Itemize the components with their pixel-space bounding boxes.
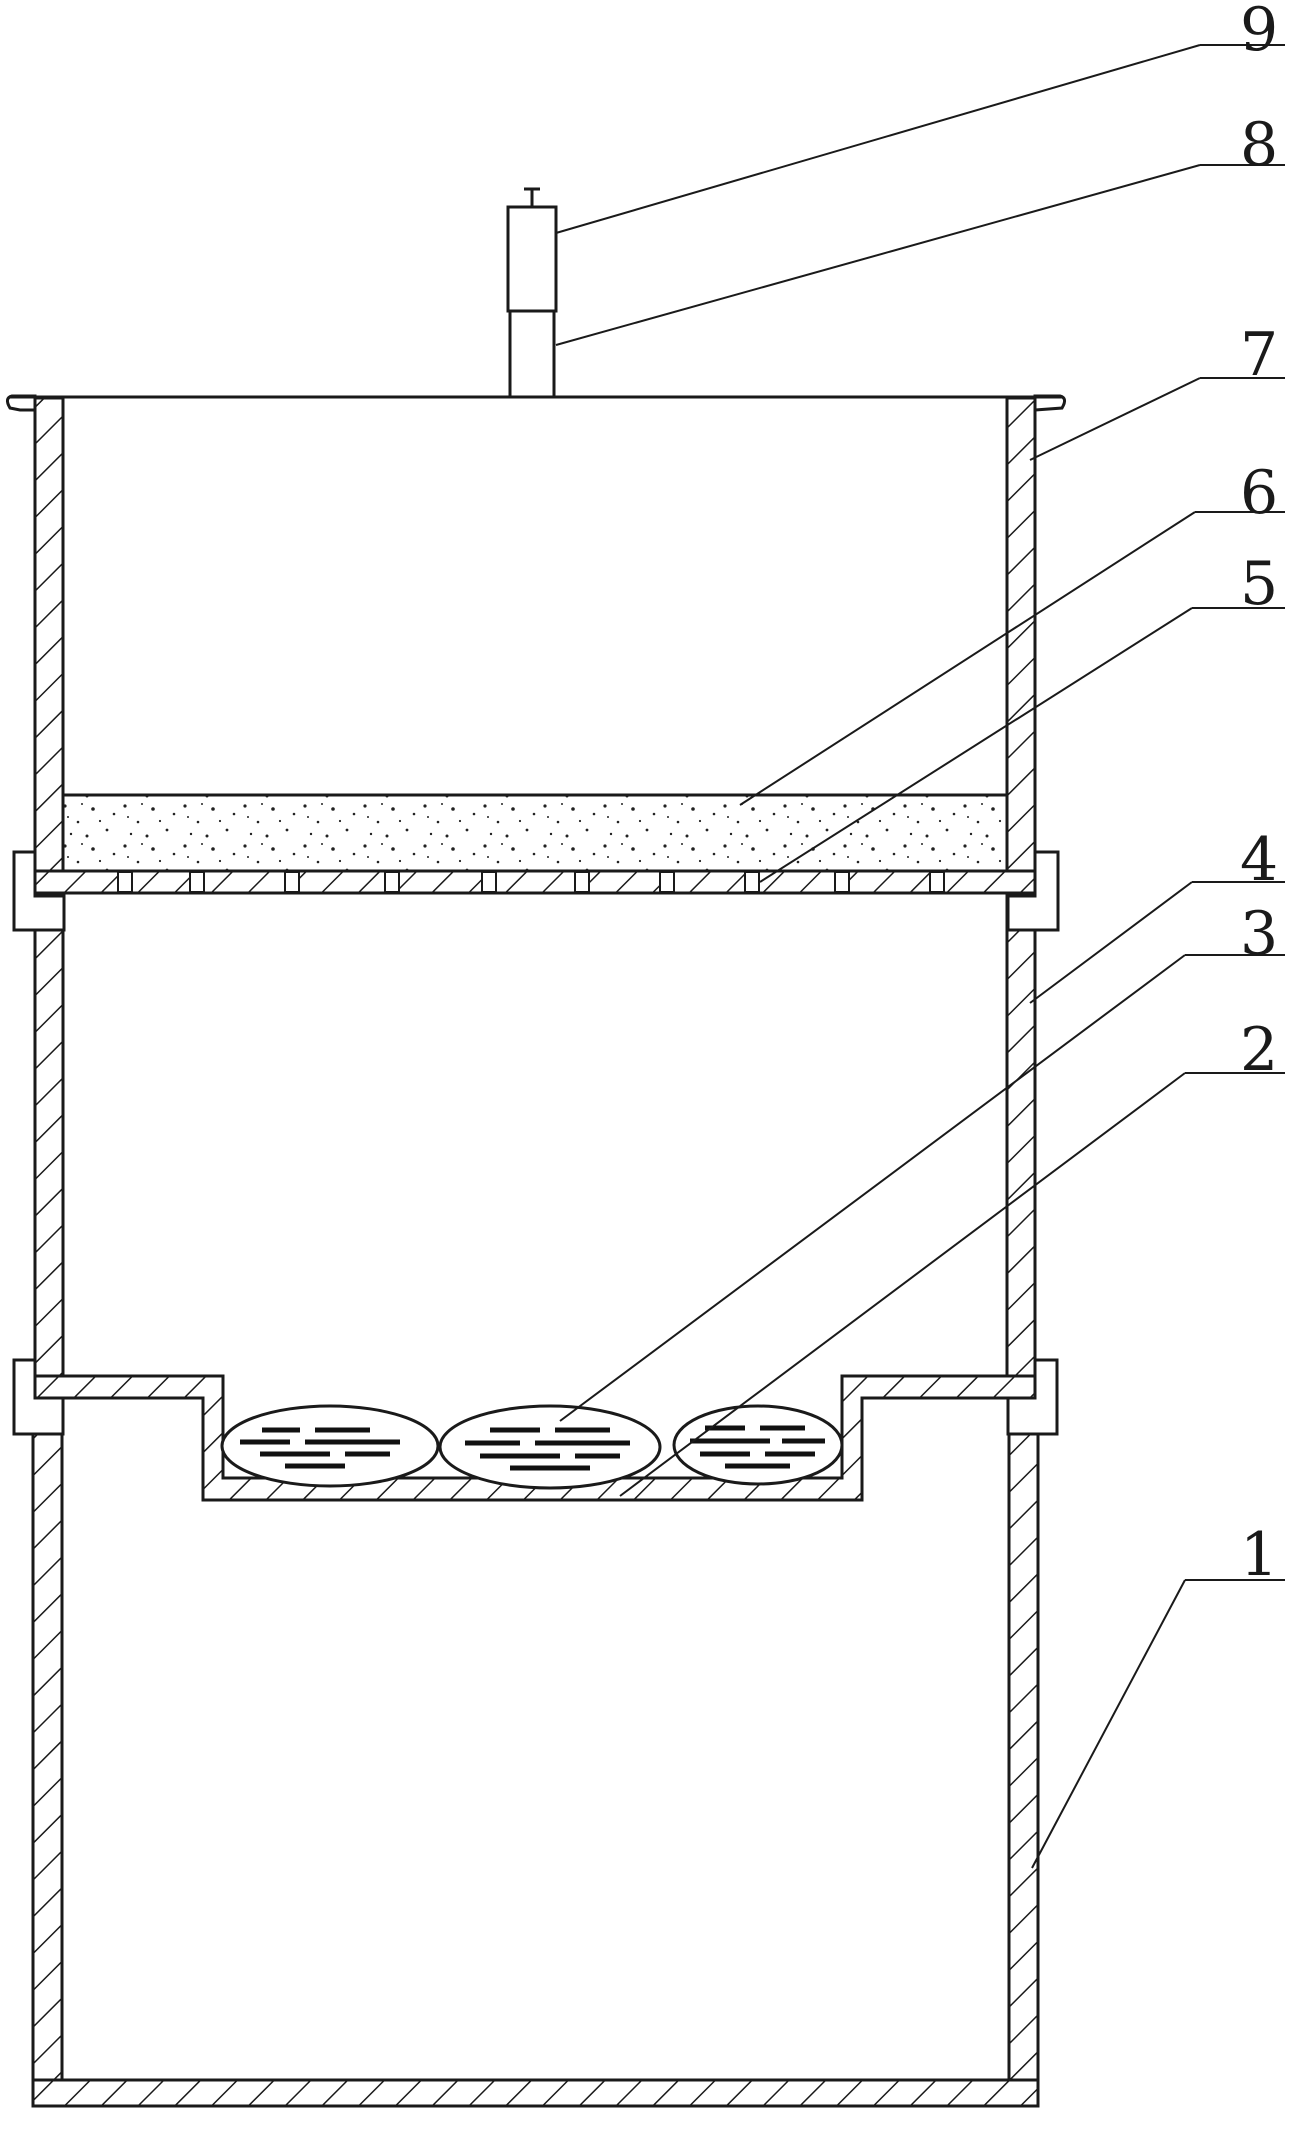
middle-container <box>12 850 1060 1502</box>
upper-container <box>5 394 1067 898</box>
callout-4: 4 <box>1240 825 1278 895</box>
callout-5: 5 <box>1240 549 1278 619</box>
callout-2: 2 <box>1240 1015 1278 1085</box>
callout-7: 7 <box>1240 320 1278 390</box>
callout-8: 8 <box>1240 110 1278 180</box>
callout-3: 3 <box>1240 899 1278 969</box>
disc-group <box>220 1404 844 1490</box>
callout-9: 9 <box>1240 0 1278 65</box>
callout-1: 1 <box>1240 1520 1278 1590</box>
callout-6: 6 <box>1240 458 1278 528</box>
lower-container <box>12 1358 1059 2108</box>
leader-lines <box>555 44 1285 1869</box>
vent-valve <box>506 187 558 399</box>
callout-labels: 9 8 7 6 5 4 3 2 1 <box>1240 0 1278 1590</box>
